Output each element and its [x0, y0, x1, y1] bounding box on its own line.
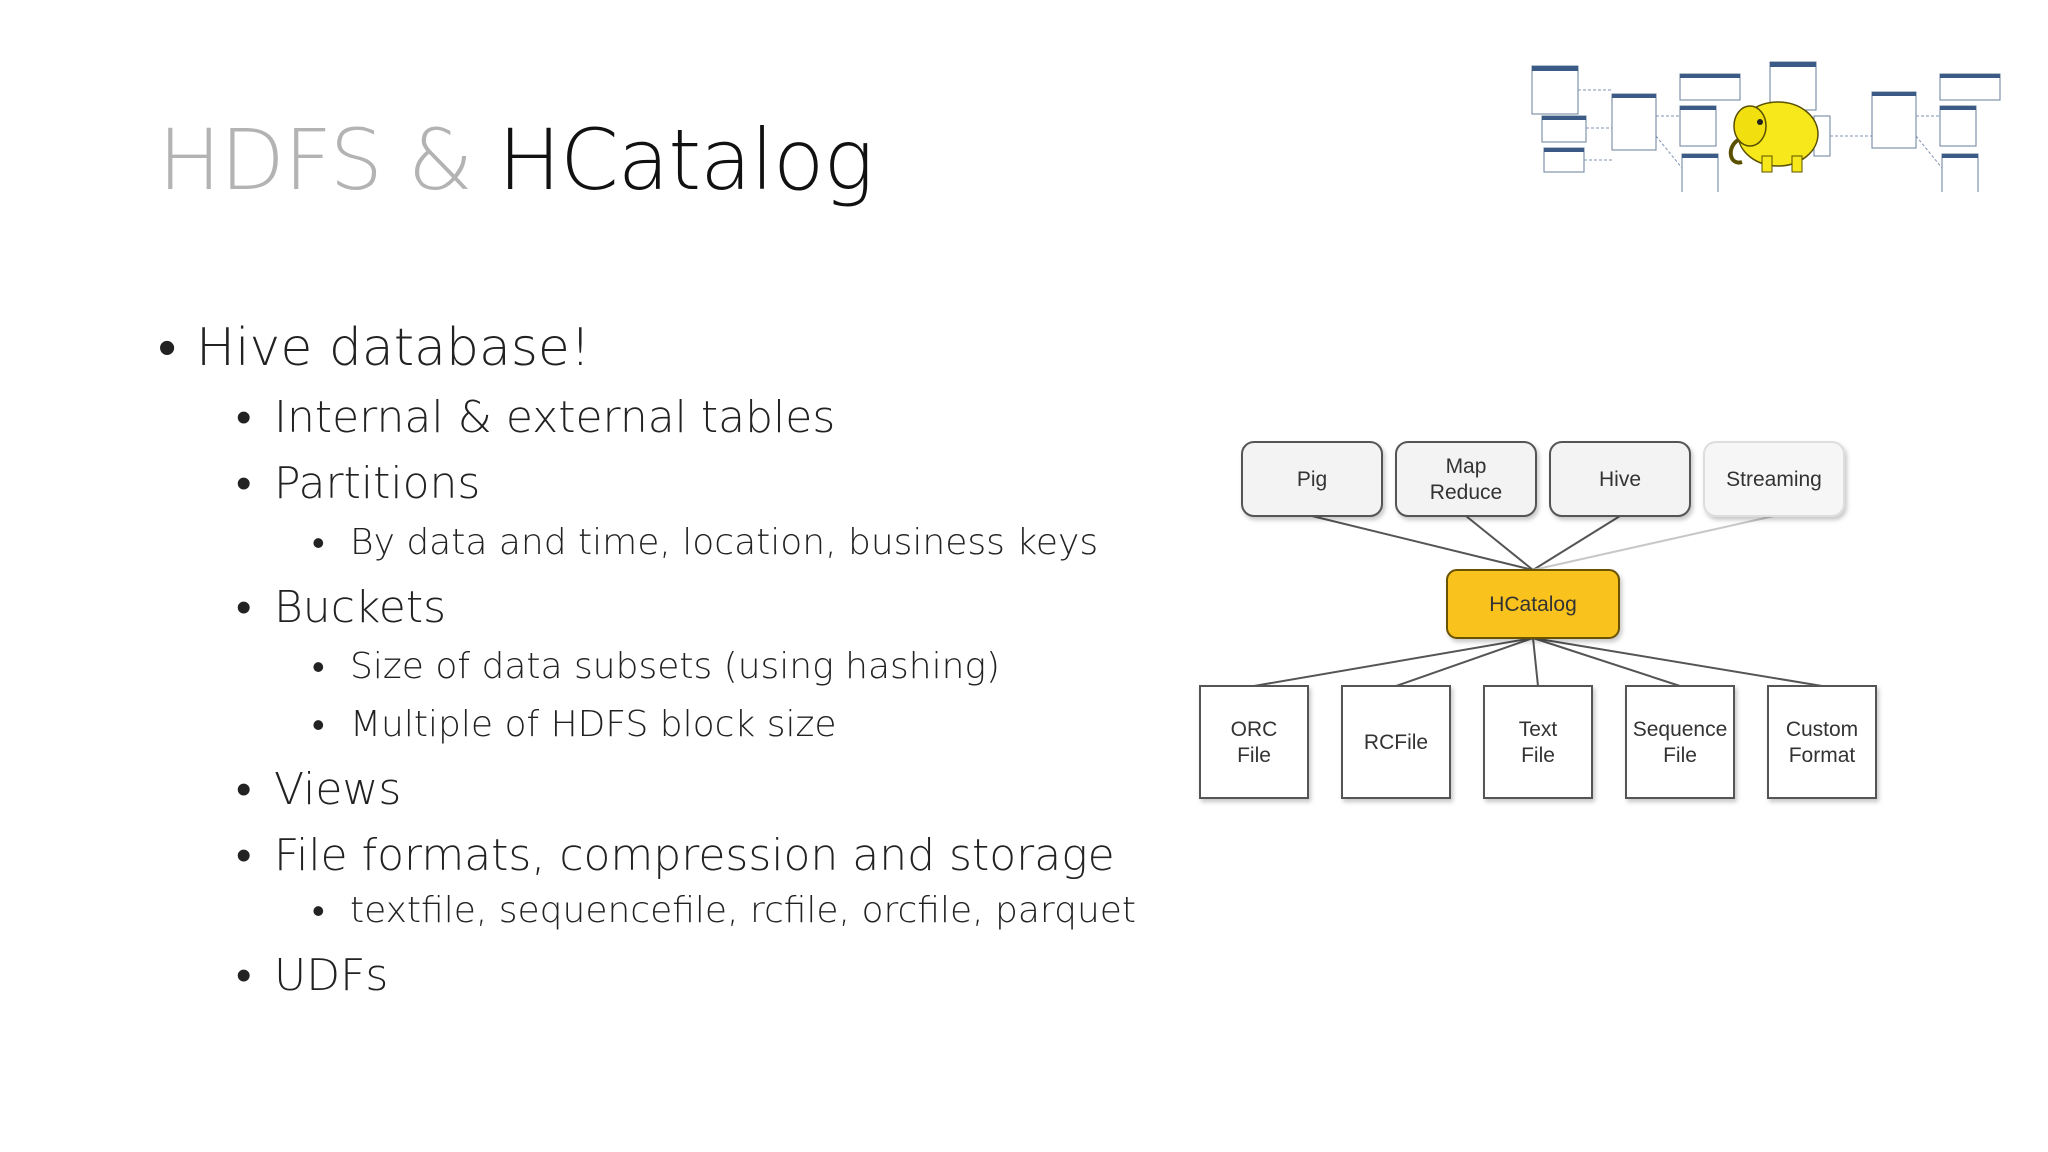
center-node-label: HCatalog [1489, 593, 1577, 616]
edge-top-0 [1311, 515, 1534, 571]
bullet-text: Partitions [274, 458, 481, 509]
bullet-dot-icon: • [236, 458, 252, 509]
bullet-dot-icon: • [158, 318, 177, 378]
bullet-text: Hive database! [196, 318, 591, 378]
node-label: Reduce [1430, 481, 1502, 504]
bullet-text: Size of data subsets (using hashing) [350, 646, 1001, 687]
node-label: Hive [1599, 468, 1641, 491]
node-label: ORC [1231, 718, 1278, 741]
bullet-dot-icon: • [312, 705, 325, 746]
edge-bottom-2 [1532, 637, 1539, 687]
node-label: Text [1519, 718, 1558, 741]
bullet-text: UDFs [274, 950, 389, 1001]
node-label: Sequence [1633, 718, 1728, 741]
node-label: Streaming [1726, 468, 1822, 491]
node-label: Map [1446, 455, 1487, 478]
bullet-text: textfile, sequencefile, rcfile, orcfile,… [350, 890, 1137, 931]
edge-bottom-3 [1532, 637, 1681, 687]
bullet-text: Internal & external tables [274, 392, 836, 443]
bottom-node-rcfile: RCFile [1341, 685, 1451, 799]
bullet-dot-icon: • [236, 764, 252, 815]
bullet-dot-icon: • [236, 392, 252, 443]
bullet-dot-icon: • [312, 891, 325, 932]
center-node-hcatalog: HCatalog [1446, 569, 1620, 639]
node-label: Custom [1786, 718, 1858, 741]
bullet-dot-icon: • [312, 523, 325, 564]
top-node-hive: Hive [1549, 441, 1691, 517]
bullet-dot-icon: • [236, 582, 252, 633]
node-label: File [1237, 744, 1271, 767]
bullet-text: Views [274, 764, 402, 815]
elephant-logo [1728, 101, 1819, 173]
bottom-node-orc-file: ORC File [1199, 685, 1309, 799]
bullet-dot-icon: • [236, 950, 252, 1001]
bullet-text: Multiple of HDFS block size [350, 704, 837, 745]
bullet-text: By data and time, location, business key… [350, 522, 1099, 563]
node-label: File [1521, 744, 1555, 767]
bullet-dot-icon: • [312, 647, 325, 688]
edge-bottom-0 [1253, 637, 1534, 687]
bullet-text: Buckets [274, 582, 447, 633]
hadoop-elephant-schema-icon [1531, 61, 2001, 192]
edge-top-1 [1465, 515, 1534, 571]
bullet-dot-icon: • [236, 830, 252, 881]
edge-bottom-4 [1532, 637, 1823, 687]
edge-top-2 [1532, 515, 1621, 571]
node-label: File [1663, 744, 1697, 767]
node-label: Pig [1297, 468, 1327, 491]
edge-bottom-1 [1395, 637, 1534, 687]
top-node-streaming: Streaming [1703, 441, 1845, 517]
title-part-hcatalog: HCatalog [497, 111, 874, 209]
title-part-hdfs: HDFS & [158, 111, 498, 209]
edge-top-3 [1532, 515, 1775, 571]
node-label: Format [1789, 744, 1856, 767]
page-title: HDFS & HCatalog [158, 118, 874, 202]
top-node-pig: Pig [1241, 441, 1383, 517]
node-label: RCFile [1364, 731, 1428, 754]
bullet-text: File formats, compression and storage [274, 830, 1115, 881]
